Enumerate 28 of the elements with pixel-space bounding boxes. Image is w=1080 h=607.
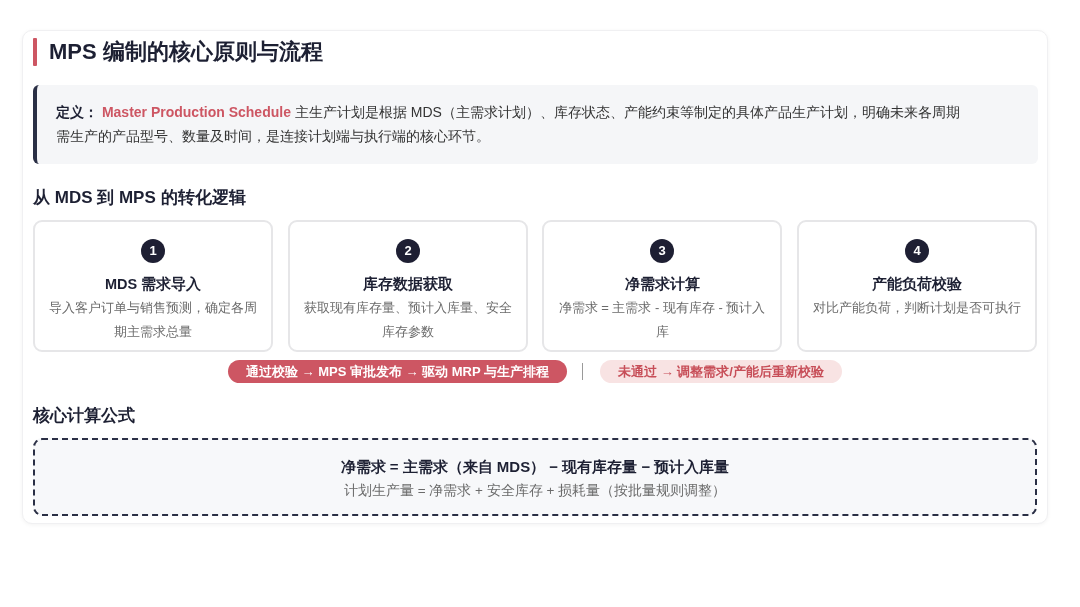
result-text: 通过校验 → MPS 审批发布 → 驱动 MRP 与生产排程 <box>245 364 550 379</box>
step-description: 获取现有库存量、预计入库量、安全库存参数 <box>303 299 513 341</box>
formula-note: 计划生产量 = 净需求 + 安全库存 + 损耗量（按批量规则调整） <box>342 482 728 500</box>
result-pill <box>600 360 842 383</box>
formula-panel <box>33 438 1037 516</box>
page-title: MPS 编制的核心原则与流程 <box>49 38 323 66</box>
step-number: 2 <box>396 239 420 263</box>
step-title: MDS 需求导入 <box>103 275 203 294</box>
step-card <box>542 220 782 352</box>
step-number: 1 <box>141 239 165 263</box>
step-card <box>797 220 1037 352</box>
step-number: 4 <box>905 239 929 263</box>
step-title: 库存数据获取 <box>362 275 454 294</box>
step-number: 3 <box>650 239 674 263</box>
step-card <box>33 220 273 352</box>
definition-text: 定义： Master Production Schedule 主生产计划是根据 MDS（主需求计划）、库存状态、产能约束等制定的具体产品生产计划，明确未来各周期需生产的产品型号、数量及时间，是连接计划端与执行端的核心环节。 <box>56 103 961 146</box>
result-text: 未通过 → 调整需求/产能后重新校验 <box>618 364 824 379</box>
step-description: 对比产能负荷，判断计划是否可执行 <box>812 299 1022 317</box>
step-title: 净需求计算 <box>623 275 701 294</box>
step-description: 导入客户订单与销售预测，确定各周期主需求总量 <box>48 299 258 341</box>
definition-panel <box>33 85 1038 164</box>
section-heading: 从 MDS 到 MPS 的转化逻辑 <box>33 187 246 209</box>
step-card <box>288 220 528 352</box>
section-heading: 核心计算公式 <box>33 405 135 427</box>
formula-main: 净需求 = 主需求（来自 MDS） − 现有库存量 − 预计入库量 <box>339 457 731 477</box>
result-pill <box>228 360 567 383</box>
step-description: 净需求 = 主需求 - 现有库存 - 预计入库 <box>557 299 767 341</box>
step-title: 产能负荷校验 <box>871 275 963 294</box>
